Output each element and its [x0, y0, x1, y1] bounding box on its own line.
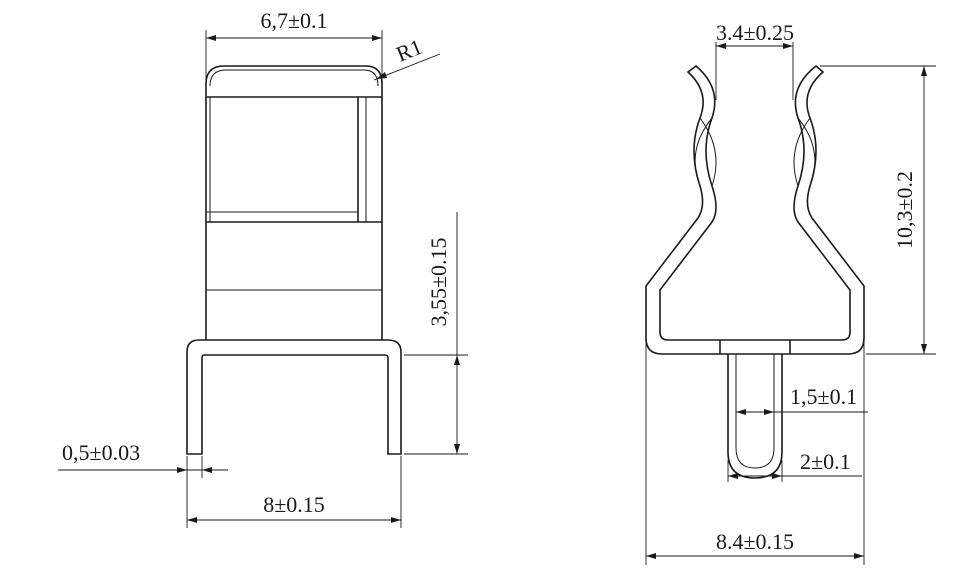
- dim-radius: R1: [373, 34, 441, 81]
- thickness-label: 0,5±0.03: [62, 440, 140, 465]
- clip-body-outline: [205, 65, 383, 340]
- dim-pin-inner: 1,5±0.1: [736, 384, 868, 415]
- base-width-label: 8.4±0.15: [716, 529, 794, 554]
- opening-label: 3.4±0.25: [716, 20, 794, 45]
- dim-width: 6,7±0.1: [205, 8, 383, 80]
- height-label: 3,55±0.15: [426, 237, 451, 326]
- width-label: 6,7±0.1: [260, 8, 327, 33]
- dim-base-width: 8.4±0.15: [645, 340, 865, 565]
- dim-height: 3,55±0.15: [404, 212, 468, 455]
- front-view: 6,7±0.1 R1 3,55±0.15 0,5±0.03: [58, 8, 468, 528]
- dim-side-height: 10,3±0.2: [820, 65, 936, 355]
- dim-pin-outer: 2±0.1: [727, 449, 862, 482]
- dim-pin-span: 8±0.15: [186, 456, 402, 528]
- side-view: 3.4±0.25 10,3±0.2 1,5±0.1 2±0.1: [645, 20, 936, 565]
- clip-base-legs: [186, 339, 402, 455]
- pin-span-label: 8±0.15: [263, 492, 325, 517]
- dim-thickness: 0,5±0.03: [58, 440, 228, 478]
- dim-opening: 3.4±0.25: [715, 20, 794, 100]
- side-height-label: 10,3±0.2: [892, 171, 917, 249]
- spring-clip-outline: [645, 64, 865, 355]
- pin-inner-label: 1,5±0.1: [790, 384, 857, 409]
- pin-outline: [719, 340, 791, 479]
- pin-outer-label: 2±0.1: [800, 449, 851, 474]
